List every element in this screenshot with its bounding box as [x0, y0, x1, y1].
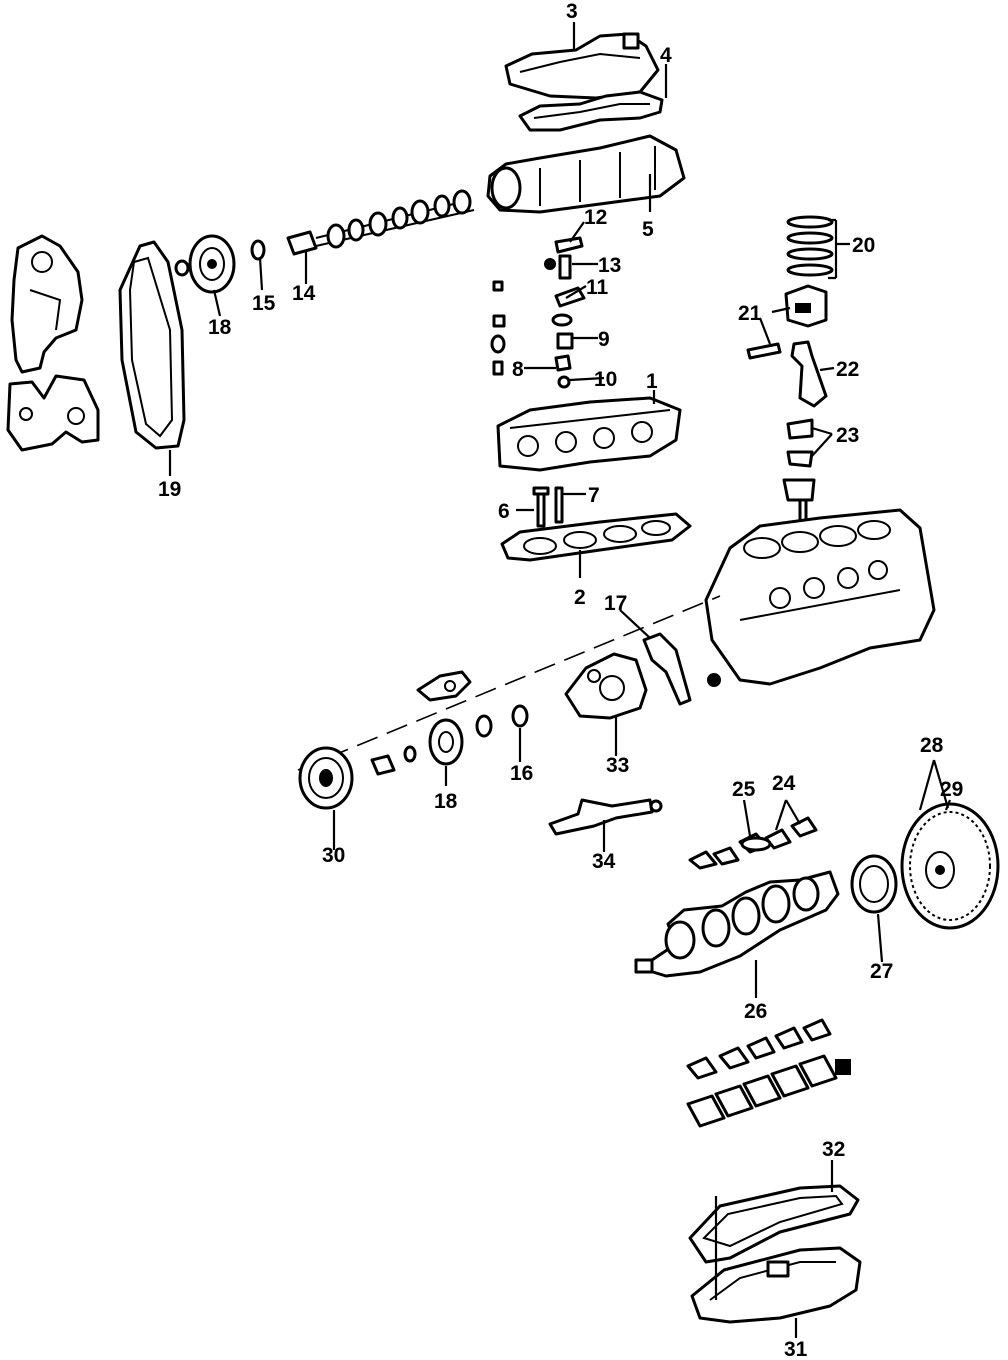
block-plug	[707, 673, 721, 687]
callout-23: 23	[836, 424, 859, 447]
timing-belt	[118, 240, 186, 450]
timing-cover-upper	[10, 234, 84, 374]
piston	[784, 284, 828, 328]
callout-25: 25	[732, 778, 756, 801]
callout-11: 11	[586, 276, 609, 299]
callout-22: 22	[836, 358, 859, 381]
rod-bearing-upper	[786, 418, 814, 440]
valve-lifter	[544, 254, 572, 280]
callout-6: 6	[498, 500, 510, 523]
crankshaft-sprocket	[403, 718, 464, 766]
callout-16: 16	[510, 762, 533, 785]
valve-keepers	[490, 280, 506, 376]
callout-15: 15	[252, 292, 276, 315]
callout-3: 3	[566, 0, 578, 23]
crankshaft-pulley	[298, 746, 354, 810]
head-bolt-washer	[554, 486, 564, 524]
piston-pin	[746, 342, 782, 360]
oil-pickup-tube	[548, 798, 663, 836]
main-bearings-lower	[686, 1018, 832, 1080]
valve-seal	[554, 354, 572, 389]
callout-18-upper: 18	[208, 316, 232, 339]
assembly-axis	[297, 595, 721, 771]
callout-5: 5	[642, 218, 654, 241]
rod-cap	[782, 478, 816, 526]
callout-14: 14	[292, 282, 316, 305]
callout-13: 13	[598, 254, 621, 277]
main-bearing-caps	[686, 1054, 851, 1128]
engine-block	[704, 508, 936, 686]
callout-33: 33	[606, 754, 629, 777]
oil-pan	[690, 1246, 862, 1324]
callout-31: 31	[784, 1338, 808, 1360]
oil-pan-gasket	[688, 1184, 860, 1264]
rod-bearing-lower	[786, 450, 814, 468]
camshaft-sprocket	[174, 234, 236, 294]
callout-34: 34	[592, 850, 616, 873]
valve-spring-retainer	[551, 286, 586, 327]
connecting-rod	[790, 340, 828, 408]
callout-18-lower: 18	[434, 790, 458, 813]
piston-rings	[786, 215, 834, 277]
front-cover-gasket	[642, 632, 692, 706]
thrust-bearing	[740, 836, 772, 852]
valve-cover-gasket	[518, 90, 664, 132]
callout-8: 8	[512, 358, 524, 381]
callout-24: 24	[772, 772, 796, 795]
callout-21: 21	[738, 302, 762, 325]
front-plate	[416, 670, 472, 702]
crankshaft	[634, 870, 840, 978]
flywheel	[900, 802, 1000, 930]
callout-27: 27	[870, 960, 893, 983]
callout-29: 29	[940, 778, 963, 801]
callout-10: 10	[594, 368, 617, 391]
cylinder-head	[496, 396, 682, 472]
callout-20: 20	[852, 234, 875, 257]
callout-12: 12	[584, 206, 607, 229]
callout-17: 17	[604, 592, 627, 615]
callout-9: 9	[598, 328, 610, 351]
callout-30: 30	[322, 844, 345, 867]
head-bolt	[532, 486, 550, 528]
crankshaft-bolt	[370, 754, 396, 776]
callout-7: 7	[588, 484, 600, 507]
callout-32: 32	[822, 1138, 845, 1161]
timing-cover-lower	[6, 374, 100, 452]
callout-28: 28	[920, 734, 944, 757]
callout-19: 19	[158, 478, 181, 501]
camshaft-washer	[250, 239, 266, 261]
callout-26: 26	[744, 1000, 767, 1023]
camshaft-housing	[486, 134, 686, 214]
rocker-arm	[554, 236, 584, 254]
head-gasket	[500, 512, 692, 562]
callout-4: 4	[660, 44, 672, 67]
callout-2: 2	[574, 586, 586, 609]
oil-pump	[564, 652, 648, 720]
rear-main-seal	[850, 854, 898, 914]
callout-1: 1	[646, 370, 658, 393]
valve-spring	[556, 332, 574, 350]
leader-lines	[168, 22, 952, 1338]
valve-cover	[504, 32, 660, 100]
crankshaft-front-seal	[475, 704, 529, 738]
camshaft	[286, 189, 475, 256]
